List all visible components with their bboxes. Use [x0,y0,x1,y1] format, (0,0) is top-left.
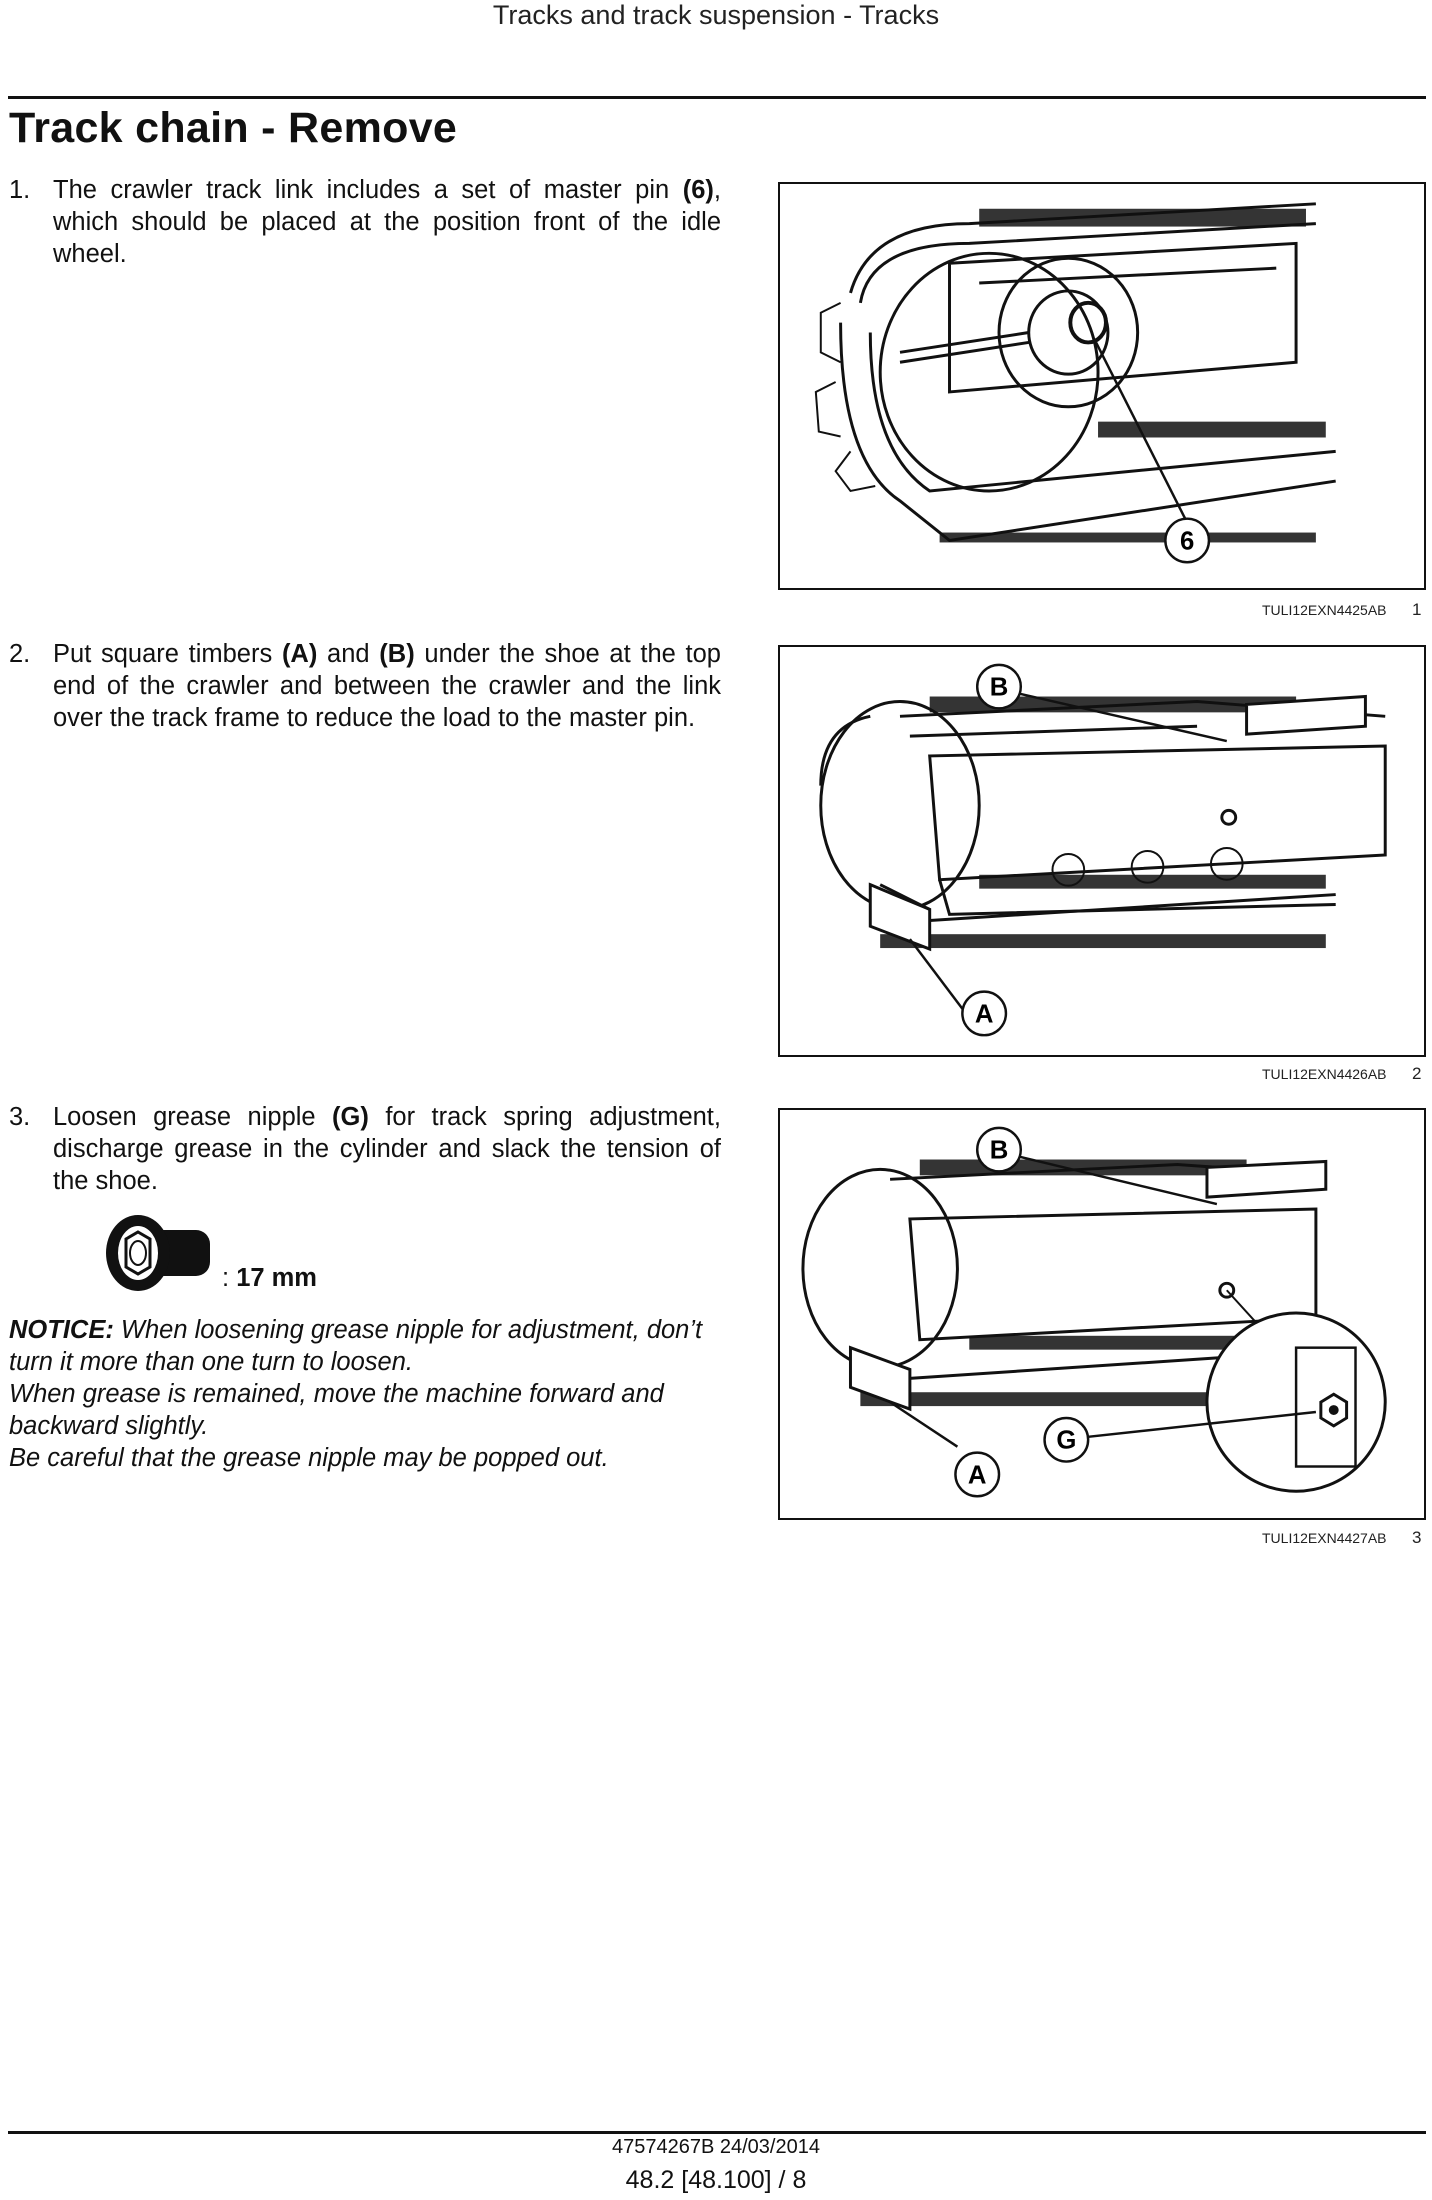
ref-6: (6) [682,176,714,204]
page-title: Track chain - Remove [9,104,458,152]
ref-b: (B) [379,640,415,668]
callout-b: B [990,1137,1009,1165]
grease-nipple-illustration: B A G [801,1126,1387,1498]
footer-doc-id: 47574267B 24/03/2014 [612,2136,820,2158]
callout-a: A [968,1461,987,1489]
figure-2: B A [778,645,1426,1057]
figure-ref: TULI12EXN4425AB [1262,602,1387,618]
callout-b: B [990,674,1009,702]
callout-g: G [1056,1427,1076,1455]
running-header: Tracks and track suspension - Tracks [492,0,940,30]
figure-1: 6 [778,182,1426,590]
figure-ref: TULI12EXN4427AB [1262,1530,1387,1546]
notice-block: NOTICE: When loosening grease nipple for… [9,1316,703,1472]
timber-placement-illustration: B A [819,663,1387,1037]
figure-number: 1 [1412,600,1422,619]
notice-label: NOTICE: [9,1316,114,1344]
ref-g: (G) [332,1103,369,1131]
track-idler-illustration: 6 [814,202,1336,564]
step-1: 1. The crawler track link includes a set… [9,174,721,270]
callout-a: A [975,1000,994,1028]
header-rule [8,96,1426,99]
ref-a: (A) [281,640,318,668]
figure-ref: TULI12EXN4426AB [1262,1066,1387,1082]
figure-number: 2 [1412,1064,1422,1083]
step-text: Put square timbers (A) and (B) under the… [53,640,721,732]
step-number: 3. [9,1103,31,1131]
step-2: 2. Put square timbers (A) and (B) under … [9,638,721,734]
step-number: 2. [9,640,31,668]
figure-3: B A G [778,1108,1426,1520]
step-number: 1. [9,176,31,204]
footer-rule [8,2131,1426,2134]
footer-page-number: 48.2 [48.100] / 8 [625,2166,807,2194]
step-text: The crawler track link includes a set of… [53,176,721,268]
step-text: Loosen grease nipple (G) for track sprin… [53,1103,721,1195]
step-3: 3. Loosen grease nipple (G) for track sp… [9,1101,721,1197]
wrench-size: : 17 mm [222,1264,317,1292]
callout-6: 6 [1180,527,1194,555]
socket-wrench-icon [104,1208,216,1292]
figure-number: 3 [1412,1528,1422,1547]
